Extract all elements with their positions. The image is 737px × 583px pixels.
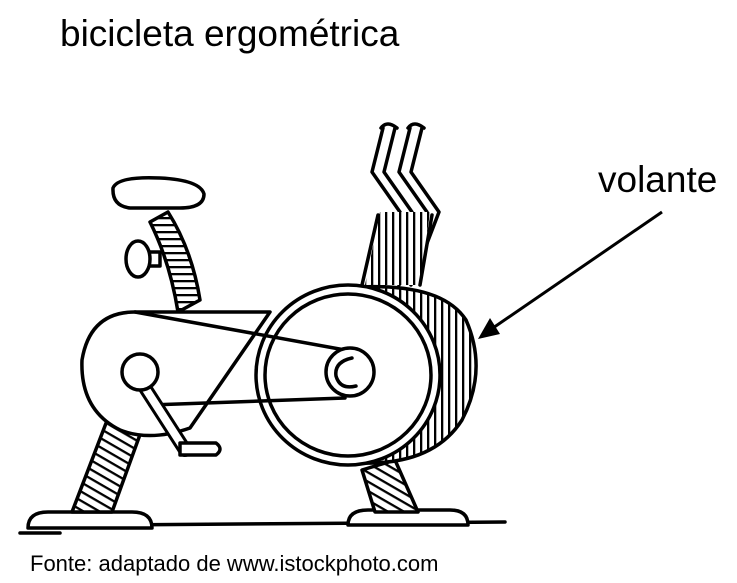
flywheel-hub	[334, 356, 358, 389]
crank-hub	[120, 352, 160, 392]
pedal	[178, 441, 222, 457]
handlebar-stem	[365, 212, 430, 285]
flywheel-label: volante	[598, 159, 718, 200]
handlebar-grip	[379, 122, 399, 130]
arrow-icon	[478, 210, 663, 339]
seat	[111, 175, 206, 210]
crank-housing	[80, 310, 272, 438]
flywheel-inner	[263, 292, 433, 458]
seat-knob	[124, 239, 152, 279]
belt	[148, 396, 347, 407]
rear-foot	[26, 510, 154, 530]
diagram-title: bicicleta ergométrica	[60, 13, 400, 54]
belt	[133, 310, 347, 352]
flywheel-hub	[324, 346, 376, 398]
front-leg	[360, 458, 420, 514]
handlebar-grip	[406, 122, 426, 130]
source-credit: Fonte: adaptado de www.istockphoto.com	[30, 551, 439, 576]
crank-arm	[136, 376, 189, 454]
handlebar-stem	[360, 213, 380, 287]
handlebar-stem	[418, 213, 434, 287]
